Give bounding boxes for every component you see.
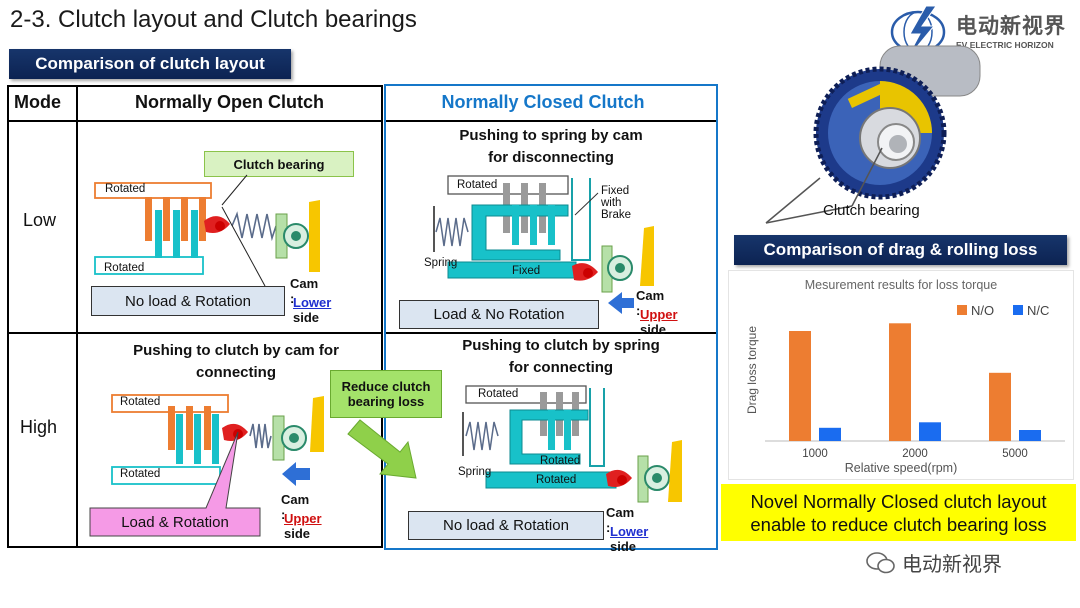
status-no-load-rotation: No load & Rotation [408,511,604,540]
cam-side-label: Lower side [293,295,332,325]
clutch-bearing-label: Clutch bearing [823,202,920,219]
col-header-normally-closed: Normally Closed Clutch [441,92,645,112]
bar-nc-1000 [819,427,841,441]
label-fixed: Fixed [512,265,541,277]
watermark-text: 电动新视界 [902,552,1002,576]
label-rotated-bottom: Rotated [120,468,161,480]
clutch-bearing-image [760,38,990,228]
callout-clutch-bearing: Clutch bearing [204,151,354,177]
heading-high-no-1: Pushing to clutch by cam for [133,342,339,359]
status-load-no-rotation: Load & No Rotation [399,300,599,329]
label-rotated-top: Rotated [105,183,146,195]
col-header-mode: Mode [14,92,61,112]
reduce-line2: bearing loss [347,394,425,409]
status-load-rotation: Load & Rotation [121,513,229,531]
cam-label: Cam : [281,492,310,522]
page-title: 2-3. Clutch layout and Clutch bearings [10,6,417,33]
reduce-line1: Reduce clutch [341,379,431,394]
legend-label: N/C [1027,303,1049,318]
bar-nc-5000 [1019,430,1041,441]
section-header-drag-loss: Comparison of drag & rolling loss [734,235,1067,265]
legend-swatch [1013,305,1023,315]
status-no-load-rotation: No load & Rotation [91,286,285,316]
row-label-low: Low [23,210,57,230]
chart-xlabel: Relative speed(rpm) [844,461,958,475]
bar-no-1000 [789,331,811,441]
label-spring: Spring [458,466,492,478]
legend-label: N/O [971,303,994,318]
heading-low-nc-2: for disconnecting [488,149,614,166]
clutch-bearing-illustration [765,45,981,224]
heading-high-no-2: connecting [195,364,276,381]
label-rotated-inner: Rotated [540,455,581,467]
cam-side-label: Lower side [610,524,649,554]
label-rotated: Rotated [457,179,498,191]
label-rotated: Rotated [478,388,519,400]
reduce-loss-callout: Reduce clutch bearing loss [330,370,442,418]
logo-en-text: EV ELECTRIC HORIZON [956,40,1054,50]
conclusion-line1: Novel Normally Closed clutch layout [750,490,1047,512]
heading-high-nc-1: Pushing to clutch by spring [462,337,660,354]
cam-label: Cam : [606,505,635,535]
heading-low-nc-1: Pushing to spring by cam [459,127,643,144]
label-rotated-base: Rotated [536,474,577,486]
wechat-icon [866,551,895,573]
chart-plot: 1000 2000 5000 N/O N/C [765,303,1065,460]
chart-title: Mesurement results for loss torque [804,278,998,292]
watermark: 电动新视界 [866,548,1002,577]
heading-high-nc-2: for connecting [508,359,614,376]
bar-nc-2000 [919,422,941,441]
label-spring: Spring [424,257,458,269]
row-label-high: High [20,417,58,437]
logo-cn-text: 电动新视界 [956,14,1066,38]
loss-torque-chart: Mesurement results for loss torque Drag … [728,270,1074,480]
col-header-normally-open: Normally Open Clutch [134,92,325,112]
bar-no-2000 [889,323,911,441]
cam-label: Cam : [636,288,665,318]
conclusion-box: Novel Normally Closed clutch layout enab… [721,484,1076,541]
x-tick-label: 2000 [902,448,928,460]
section-header-layout: Comparison of clutch layout [9,49,291,79]
label-rotated-top: Rotated [120,396,161,408]
bar-no-5000 [989,372,1011,441]
legend-swatch [957,305,967,315]
x-tick-label: 5000 [1002,448,1028,460]
cam-side-label: Upper side [284,511,322,541]
x-tick-label: 1000 [802,448,828,460]
cam-label: Cam : [290,276,319,306]
label-rotated-bottom: Rotated [104,262,145,274]
label-fixed-with-brake: Fixed with Brake [601,185,632,221]
cam-side-label: Upper side [640,307,678,337]
conclusion-line2: enable to reduce clutch bearing loss [750,513,1047,535]
